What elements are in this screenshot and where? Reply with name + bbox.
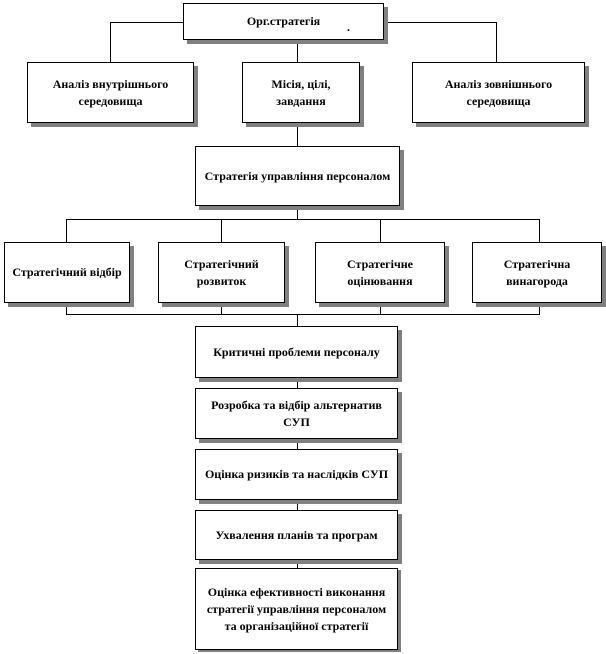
connector-branch-drop-1 <box>66 219 67 242</box>
node-critical-problems-label: Критичні проблеми персоналу <box>213 344 380 359</box>
connector-branch-drop-3 <box>380 219 381 242</box>
node-strategic-development: Стратегічний розвиток <box>158 242 285 303</box>
node-org-strategy: Орг.стратегія . <box>183 3 384 40</box>
node-alternatives-label: Розробка та відбір альтернатив СУП <box>211 397 382 429</box>
node-critical-problems: Критичні проблеми персоналу <box>195 326 398 378</box>
node-org-strategy-mark: . <box>347 20 350 34</box>
connector-step-1 <box>297 378 298 388</box>
connector-merge-rise-3 <box>380 303 381 315</box>
connector-step-4 <box>297 560 298 568</box>
node-strategic-selection: Стратегічний відбір <box>4 242 130 303</box>
node-risk-assessment-label: Оцінка ризиків та наслідків СУП <box>204 467 389 481</box>
node-external-analysis: Аналіз зовнішнього середовища <box>412 62 585 123</box>
connector-hr-stem <box>297 206 298 219</box>
node-mission: Місія, цілі, завдання <box>242 62 360 123</box>
connector-merge-rise-4 <box>539 303 540 315</box>
connector-merge-rise-2 <box>221 303 222 315</box>
node-alternatives: Розробка та відбір альтернатив СУП <box>195 388 398 439</box>
node-strategic-selection-label: Стратегічний відбір <box>12 265 122 279</box>
node-mission-label: Місія, цілі, завдання <box>271 76 331 108</box>
connector-branch-drop-4 <box>539 219 540 242</box>
connector-merge-horizontal <box>66 314 540 315</box>
node-plans-approval: Ухвалення планів та програм <box>195 510 398 560</box>
node-strategic-development-label: Стратегічний розвиток <box>184 256 259 288</box>
node-plans-approval-label: Ухвалення планів та програм <box>215 527 378 542</box>
node-hr-strategy-label: Стратегія управління персоналом <box>204 168 391 183</box>
connector-top-left-drop <box>110 22 111 62</box>
connector-step-3 <box>297 500 298 510</box>
connector-merge-rise-1 <box>66 303 67 315</box>
node-strategic-evaluation-label: Стратегічне оцінювання <box>347 256 413 288</box>
connector-branch-horizontal <box>66 219 540 220</box>
node-internal-analysis-label: Аналіз внутрішнього середовища <box>52 76 169 108</box>
node-strategic-reward-label: Стратегічна винагорода <box>503 256 571 288</box>
node-strategic-evaluation: Стратегічне оцінювання <box>315 242 445 303</box>
node-strategic-reward: Стратегічна винагорода <box>472 242 602 303</box>
connector-merge-stem <box>297 314 298 326</box>
node-efficiency-assessment: Оцінка ефективності виконання стратегії … <box>195 568 398 650</box>
node-hr-strategy: Стратегія управління персоналом <box>195 146 400 206</box>
node-internal-analysis: Аналіз внутрішнього середовища <box>27 62 194 123</box>
node-external-analysis-label: Аналіз зовнішнього середовища <box>444 76 553 108</box>
connector-mission-to-hr <box>297 123 298 146</box>
node-risk-assessment: Оцінка ризиків та наслідків СУП <box>195 449 398 500</box>
connector-top-center-drop <box>297 40 298 62</box>
connector-top-right-drop <box>496 22 497 62</box>
node-org-strategy-label: Орг.стратегія <box>246 14 321 28</box>
connector-branch-drop-2 <box>221 219 222 242</box>
node-efficiency-assessment-label: Оцінка ефективності виконання стратегії … <box>206 584 387 633</box>
connector-step-2 <box>297 439 298 449</box>
